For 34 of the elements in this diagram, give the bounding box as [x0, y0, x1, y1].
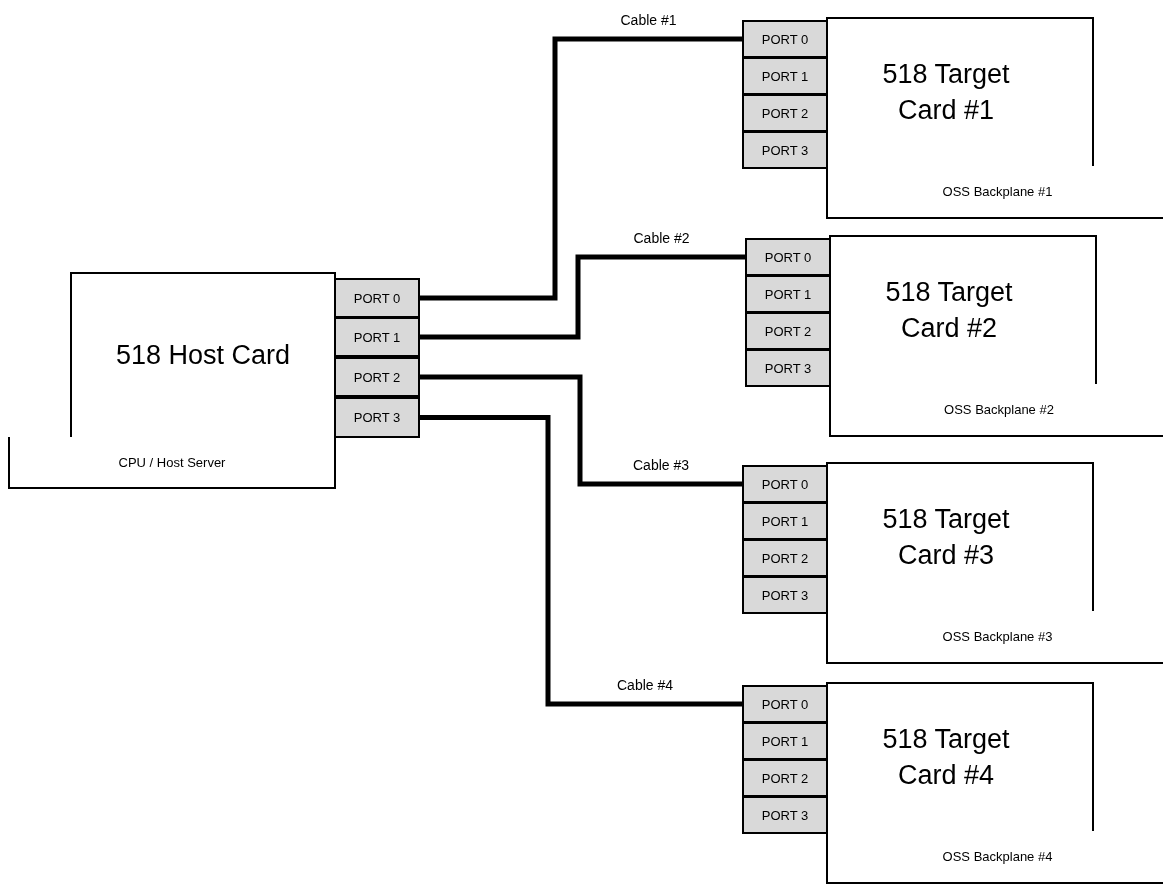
port-slot: PORT 3 — [334, 397, 420, 438]
port-slot: PORT 3 — [742, 796, 828, 834]
port-slot: PORT 2 — [742, 94, 828, 132]
port-slot: PORT 0 — [334, 278, 420, 318]
edge-label: Cable #3 — [631, 457, 692, 473]
port-slot: PORT 1 — [334, 317, 420, 357]
port-slot: PORT 1 — [742, 502, 828, 540]
port-slot: PORT 1 — [742, 722, 828, 760]
edge-label: Cable #1 — [618, 12, 679, 28]
port-slot: PORT 2 — [742, 759, 828, 797]
port-slot: PORT 0 — [742, 685, 828, 723]
circuit-card: 518 Target Card #1 — [826, 17, 1094, 168]
port-slot: PORT 0 — [745, 238, 831, 276]
port-slot: PORT 1 — [745, 275, 831, 313]
port-slot: PORT 2 — [745, 312, 831, 350]
backplane-bar: OSS Backplane #4 — [826, 831, 1163, 884]
port-slot: PORT 3 — [742, 576, 828, 614]
edge-label: Cable #4 — [615, 677, 676, 693]
port-slot: PORT 3 — [742, 131, 828, 169]
port-slot: PORT 0 — [742, 465, 828, 503]
port-slot: PORT 3 — [745, 349, 831, 387]
edge-label: Cable #2 — [631, 230, 692, 246]
backplane-bar: OSS Backplane #1 — [826, 166, 1163, 219]
circuit-card: 518 Target Card #4 — [826, 682, 1094, 833]
backplane-bar: CPU / Host Server — [8, 437, 336, 489]
port-slot: PORT 2 — [742, 539, 828, 577]
port-slot: PORT 0 — [742, 20, 828, 58]
port-slot: PORT 2 — [334, 357, 420, 397]
backplane-bar: OSS Backplane #2 — [829, 384, 1163, 437]
backplane-bar: OSS Backplane #3 — [826, 611, 1163, 664]
circuit-card: 518 Host Card — [70, 272, 336, 439]
port-slot: PORT 1 — [742, 57, 828, 95]
circuit-card: 518 Target Card #3 — [826, 462, 1094, 613]
circuit-card: 518 Target Card #2 — [829, 235, 1097, 386]
